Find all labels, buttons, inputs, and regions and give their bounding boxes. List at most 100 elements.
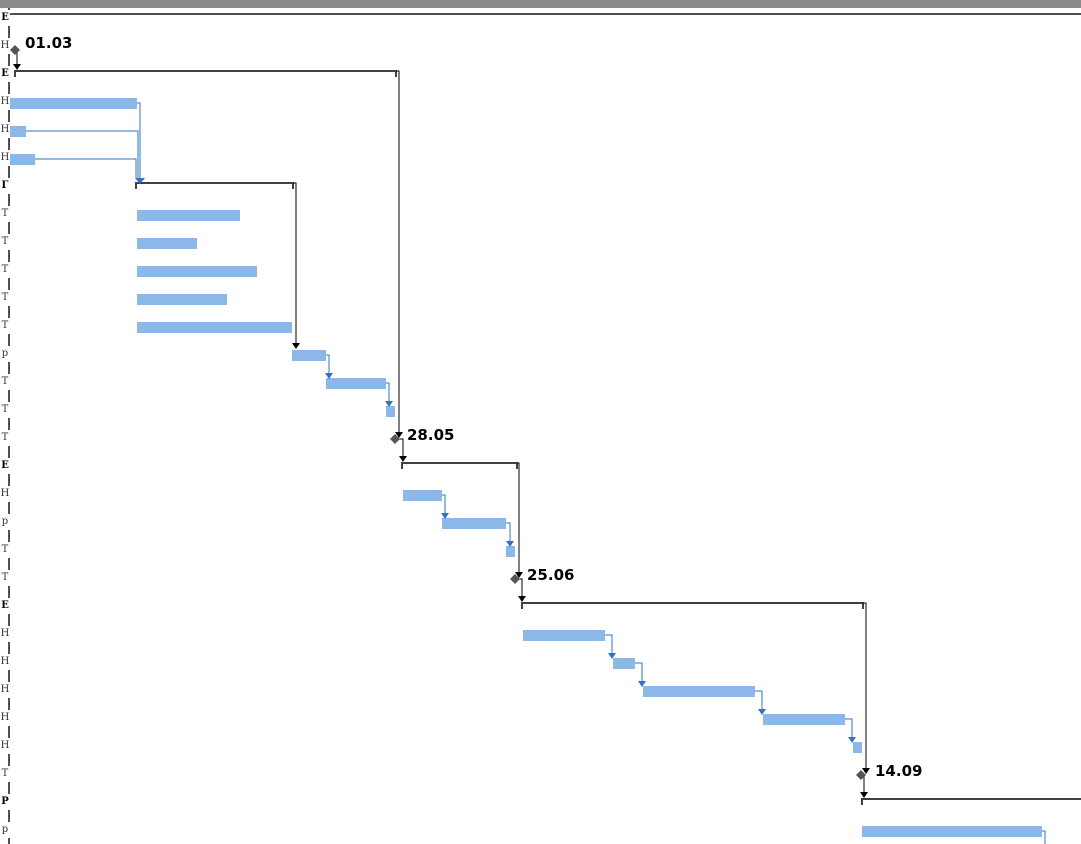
task-bar [613,658,635,669]
arrow-head [399,456,407,462]
task-row-label[interactable]: Н [0,94,10,110]
milestone-diamond [856,770,866,780]
milestone-label: 01.03 [25,34,73,52]
milestone-label: 14.09 [875,762,923,780]
dependency-link [863,602,867,768]
arrow-head [862,768,870,774]
task-row-label[interactable]: Т [0,542,10,558]
task-row-label[interactable]: Е [0,598,10,614]
task-bar [137,294,227,305]
task-bar [643,686,755,697]
dependency-link [506,522,511,541]
task-row-label[interactable]: Т [0,234,10,250]
arrow-head [638,681,646,687]
task-row-label[interactable]: Т [0,318,10,334]
task-row-label[interactable]: Т [0,430,10,446]
arrow-head [608,653,616,659]
task-row-label[interactable]: Н [0,682,10,698]
milestone-label: 28.05 [407,426,455,444]
task-row-label[interactable]: Е [0,10,10,26]
milestone-markers[interactable] [10,45,866,780]
arrow-head [292,343,300,349]
dependency-link [396,70,400,432]
task-row-label[interactable]: Н [0,654,10,670]
task-row-label[interactable]: Г [0,178,10,194]
dependency-link [755,690,763,709]
dependency-link [386,382,390,401]
task-bar [523,630,605,641]
task-bars[interactable] [10,98,1042,837]
dependency-link [517,462,520,572]
summary-bars [14,70,1081,805]
dependency-arrows [135,178,856,743]
arrow-head [441,513,449,519]
task-row-label[interactable]: Т [0,570,10,586]
task-bar [137,266,257,277]
summary-bar [521,602,864,609]
task-row-label[interactable]: Т [0,402,10,418]
milestone-diamond [510,574,520,584]
dependency-links [26,102,1046,844]
task-row-label[interactable]: Е [0,458,10,474]
task-bar [137,322,292,333]
dependency-link [293,182,297,343]
arrow-head [860,792,868,798]
task-row-label[interactable]: Т [0,262,10,278]
arrow-head [135,178,145,184]
dependency-link [26,130,139,178]
dependency-link [442,494,446,513]
milestone-diamond [10,45,20,55]
task-bar [137,210,240,221]
dependency-link [326,354,330,373]
task-row-label[interactable]: Н [0,150,10,166]
arrow-head [758,709,766,715]
task-row-label[interactable]: р [0,346,10,362]
dependency-link [35,158,137,178]
dependency-link [137,102,141,178]
task-row-label[interactable]: Т [0,290,10,306]
task-row-label[interactable]: р [0,822,10,838]
arrow-head [325,373,333,379]
task-row-label[interactable]: Е [0,66,10,82]
task-bar [137,238,197,249]
task-row-label[interactable]: Н [0,710,10,726]
arrow-head [515,572,523,578]
task-row-label[interactable]: Т [0,206,10,222]
summary-bar [14,70,397,77]
arrow-head [518,596,526,602]
task-row-label[interactable]: Н [0,38,10,54]
task-row-label[interactable]: Н [0,626,10,642]
task-row-label[interactable]: Т [0,766,10,782]
summary-links [15,49,867,792]
summary-bar [135,182,294,189]
task-bar [403,490,442,501]
task-row-label[interactable]: Т [0,374,10,390]
task-row-label[interactable]: р [0,514,10,530]
task-bar [10,98,137,109]
dependency-link [635,662,643,681]
arrow-head [13,64,21,70]
summary-arrows [13,64,870,798]
task-bar [326,378,386,389]
task-row-label[interactable]: Н [0,486,10,502]
arrow-head [848,737,856,743]
milestone-label: 25.06 [527,566,575,584]
dependency-link [1042,830,1046,844]
task-bar [10,126,26,137]
summary-bar [861,798,1081,805]
milestone-diamond [390,434,400,444]
arrow-head [385,401,393,407]
task-row-label[interactable]: Н [0,738,10,754]
task-bar [506,546,515,557]
task-bar [442,518,506,529]
task-bar [292,350,326,361]
summary-bar [401,462,518,469]
task-row-label[interactable]: Н [0,122,10,138]
task-bar [10,154,35,165]
task-bar [862,826,1042,837]
arrow-head [395,432,403,438]
task-bar [386,406,395,417]
dependency-link [605,634,613,653]
task-row-label[interactable]: Р [0,794,10,810]
